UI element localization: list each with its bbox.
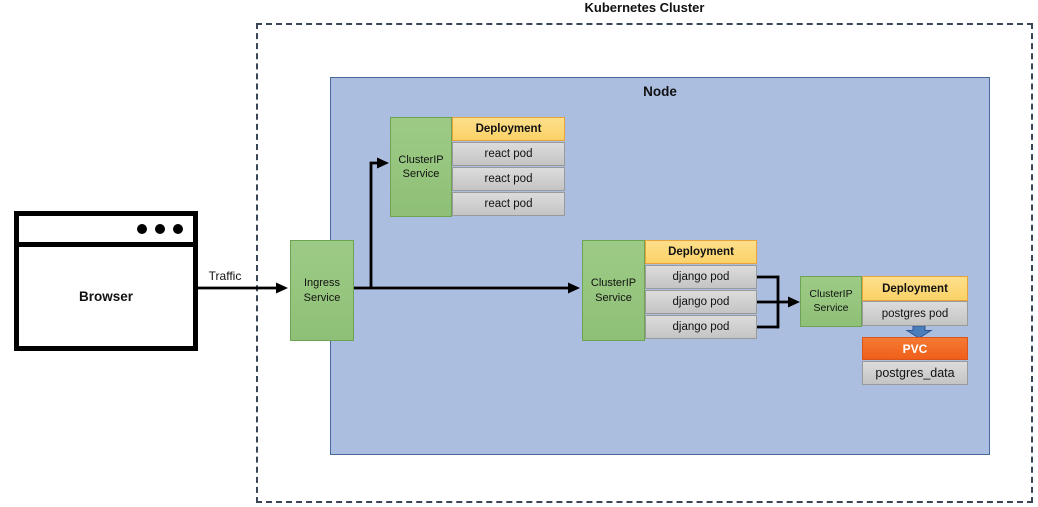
pvc-box: PVC	[862, 337, 968, 360]
react-pod-2: react pod	[452, 167, 565, 191]
browser-label: Browser	[78, 289, 134, 304]
react-pod-3: react pod	[452, 192, 565, 216]
django-pod-1: django pod	[645, 265, 757, 289]
browser-window: Browser	[14, 211, 198, 351]
react-pod-1: react pod	[452, 142, 565, 166]
django-clusterip-service-box: ClusterIP Service	[582, 240, 645, 341]
postgres-pod: postgres pod	[862, 301, 968, 326]
postgres-deployment-header: Deployment	[862, 276, 968, 301]
browser-body: Browser	[19, 247, 193, 346]
cluster-boundary	[256, 23, 1033, 503]
ingress-service-box: Ingress Service	[290, 240, 354, 341]
postgres-data-volume-box: postgres_data	[862, 361, 968, 385]
django-pod-3: django pod	[645, 315, 757, 339]
browser-menu-dots-icon	[137, 224, 183, 234]
cluster-title: Kubernetes Cluster	[584, 0, 705, 15]
node-title: Node	[643, 84, 677, 99]
postgres-clusterip-service-box: ClusterIP Service	[800, 276, 862, 327]
browser-titlebar	[19, 216, 193, 247]
django-deployment-header: Deployment	[645, 240, 757, 264]
react-deployment-header: Deployment	[452, 117, 565, 141]
traffic-label: Traffic	[208, 269, 242, 283]
django-pod-2: django pod	[645, 290, 757, 314]
react-clusterip-service-box: ClusterIP Service	[390, 117, 452, 217]
